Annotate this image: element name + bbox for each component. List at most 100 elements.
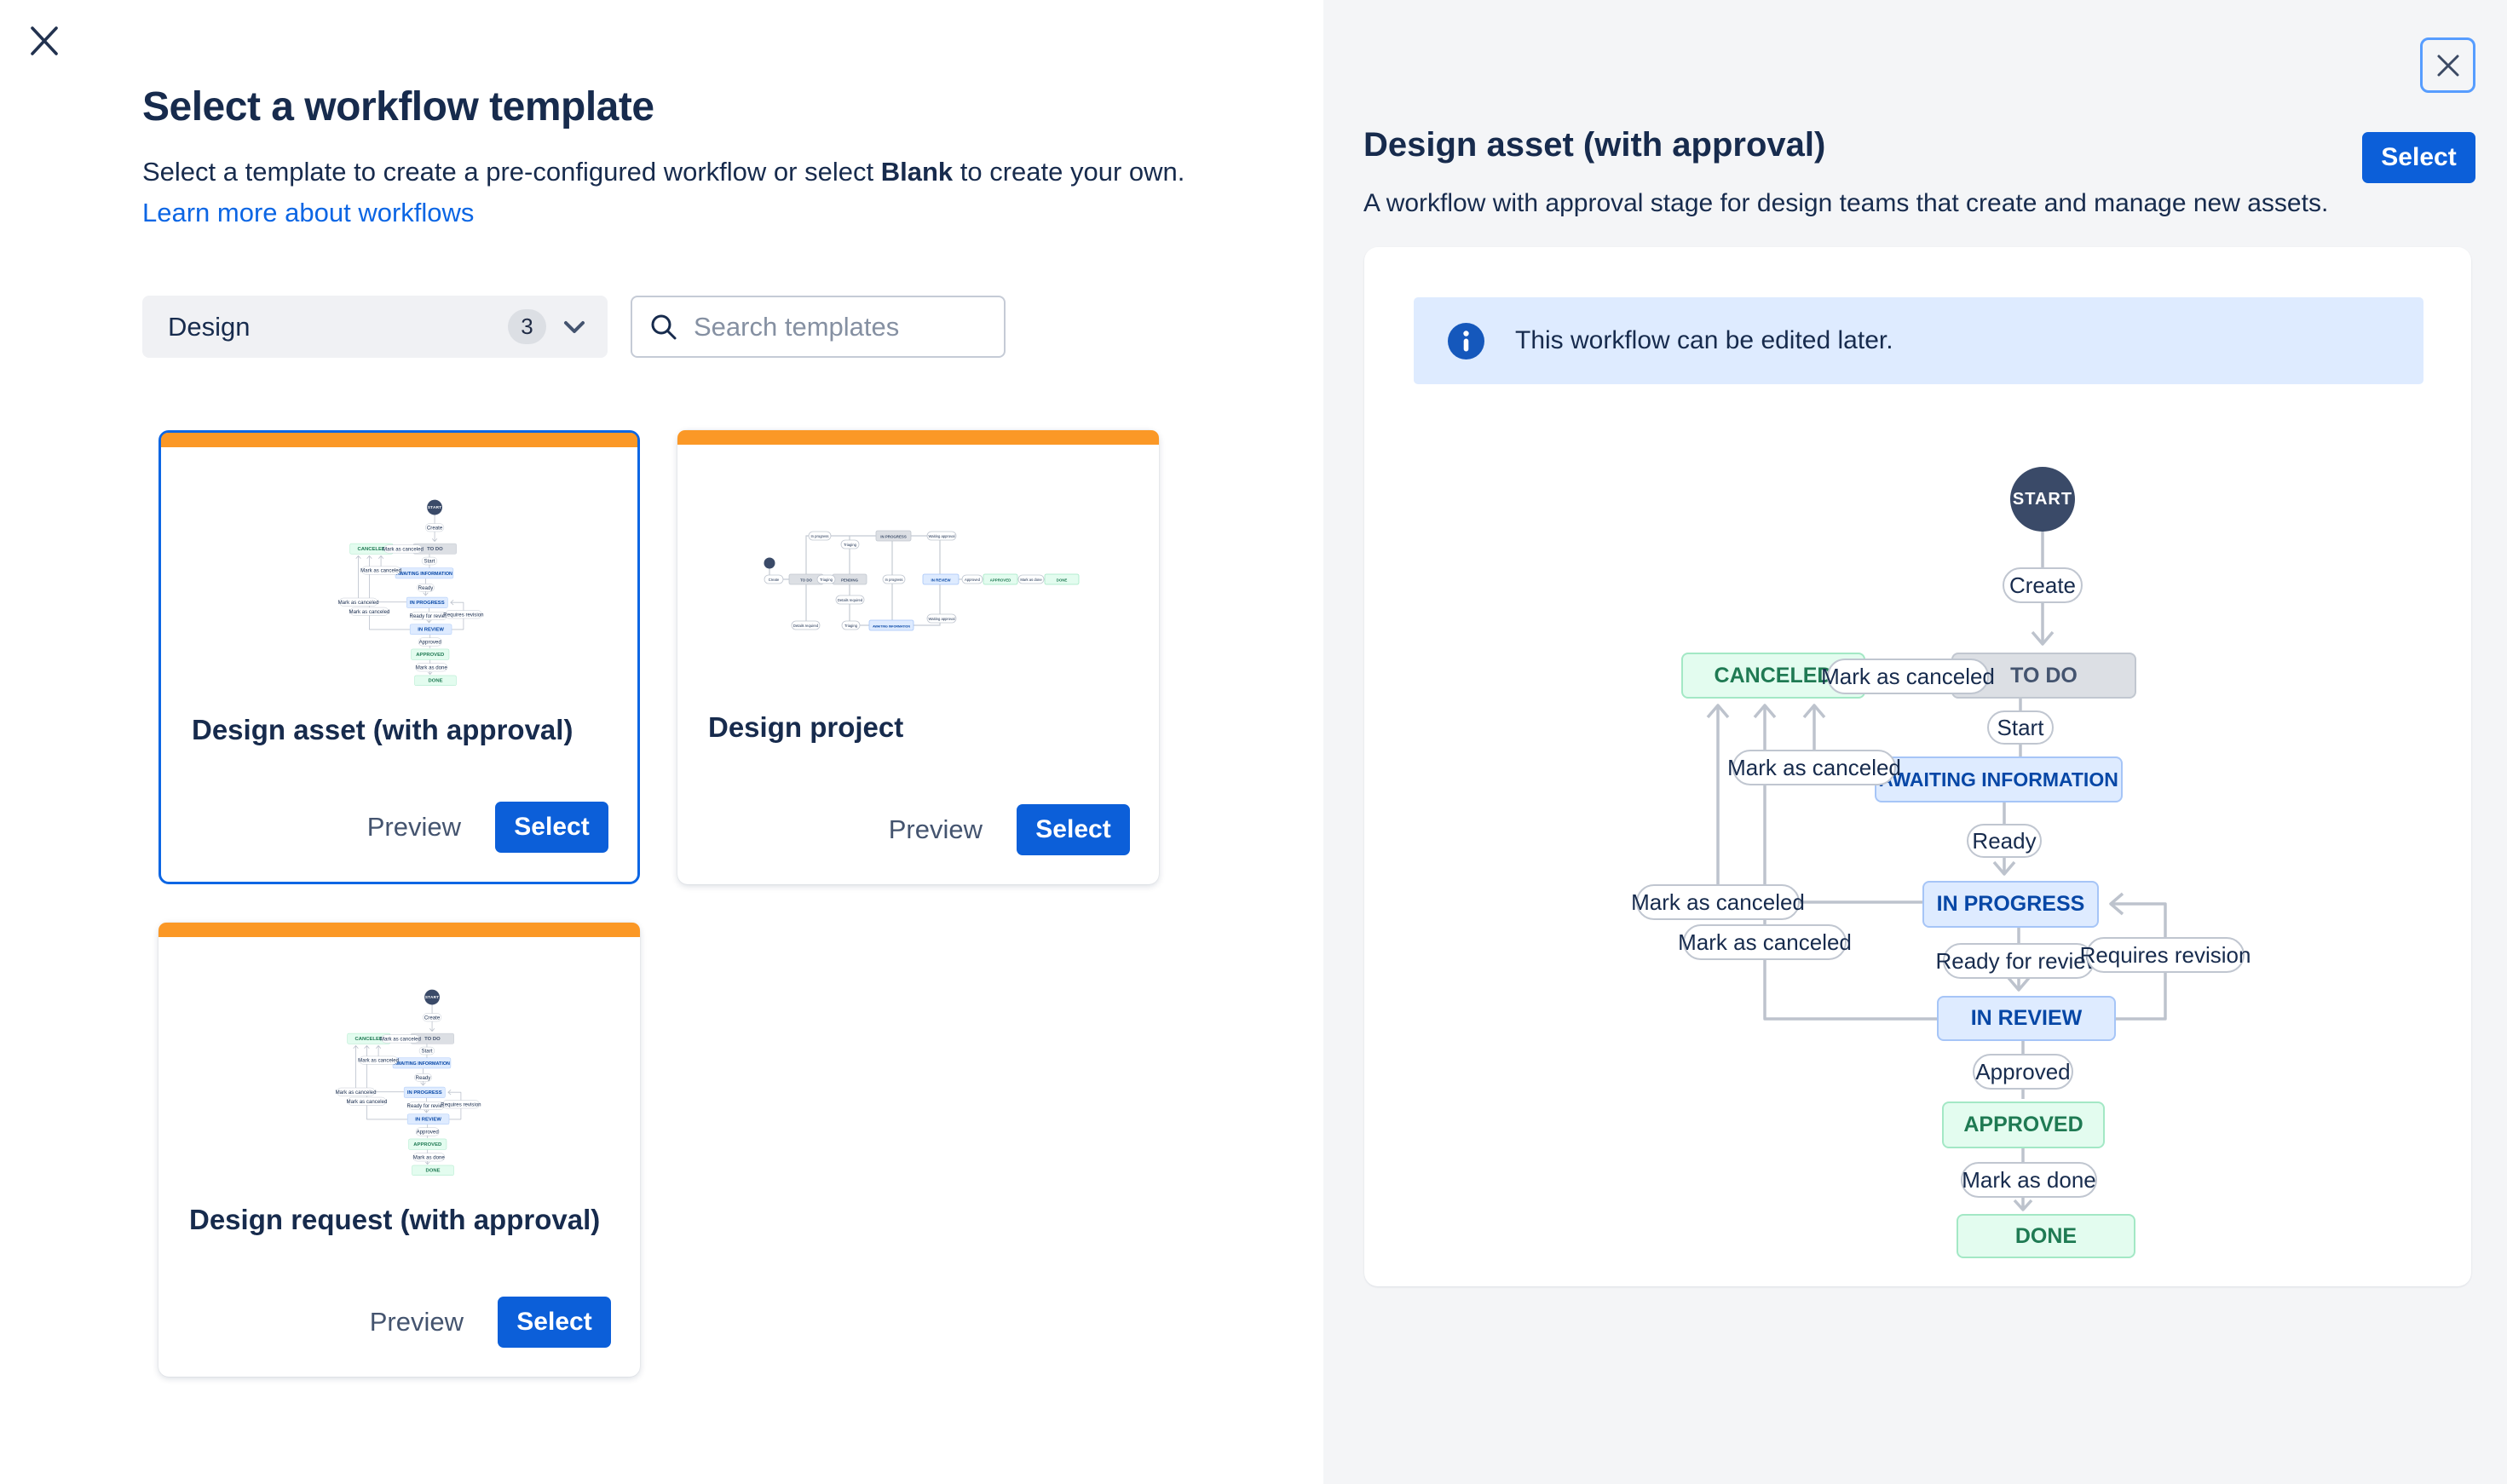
chevron-down-icon: [563, 319, 585, 335]
transition-create: Create: [425, 523, 445, 532]
transition-mark-as-canceled: Mark as canceled: [382, 544, 424, 554]
state-approved: APPROVED: [411, 648, 450, 660]
transition-approved: Approved: [415, 1127, 440, 1136]
state-done: DONE: [414, 675, 457, 686]
svg-text:Triaging: Triaging: [820, 578, 833, 582]
select-button[interactable]: Select: [1017, 804, 1130, 855]
transition-requires-revision: Requires revision: [443, 610, 484, 619]
svg-text:Triaging: Triaging: [844, 624, 858, 628]
template-preview-panel: Design asset (with approval) Select A wo…: [1323, 0, 2507, 1484]
svg-text:Create: Create: [769, 578, 780, 582]
template-thumbnail: TO DO PENDING IN PROGRESS IN REVIEW APPR…: [764, 530, 1080, 631]
preview-close-button[interactable]: [2420, 37, 2475, 93]
transition-ready-for-review: Ready for review: [1935, 943, 2102, 979]
state-done: DONE: [412, 1165, 454, 1176]
info-icon: [1448, 322, 1484, 359]
workflow-preview-card: This workflow can be edited later.: [1364, 247, 2471, 1286]
svg-text:Waiting approval: Waiting approval: [928, 617, 954, 621]
card-title: Design project: [708, 711, 904, 743]
template-picker-panel: Select a workflow template Select a temp…: [20, 17, 1185, 1377]
transition-requires-revision: Requires revision: [2080, 937, 2251, 973]
preview-button[interactable]: Preview: [369, 1307, 464, 1337]
state-approved: APPROVED: [408, 1138, 447, 1150]
template-card-design-request[interactable]: START CANCELED TO DO AWAITING INFORMATIO…: [158, 923, 640, 1377]
category-filter-dropdown[interactable]: Design 3: [142, 296, 608, 358]
transition-start: Start: [418, 1046, 435, 1055]
state-done: DONE: [1957, 1214, 2135, 1258]
svg-text:TO DO: TO DO: [800, 578, 812, 583]
start-node: START: [427, 499, 442, 515]
transition-mark-as-canceled: Mark as canceled: [1678, 924, 1852, 960]
close-icon: [2437, 55, 2458, 76]
state-in-progress: IN PROGRESS: [406, 596, 448, 608]
state-in-progress: IN PROGRESS: [403, 1086, 446, 1098]
transition-mark-as-canceled: Mark as canceled: [335, 1087, 377, 1096]
info-banner: This workflow can be edited later.: [1414, 297, 2423, 384]
transition-ready: Ready: [414, 1073, 432, 1082]
page-title: Select a workflow template: [142, 84, 654, 129]
state-canceled: CANCELED: [347, 1032, 391, 1044]
transition-create: Create: [2003, 567, 2083, 603]
preview-title: Design asset (with approval): [1363, 126, 1826, 164]
transition-mark-as-done: Mark as done: [412, 1153, 446, 1162]
close-button[interactable]: [20, 17, 68, 65]
card-accent-bar: [161, 433, 637, 447]
select-button[interactable]: Select: [495, 802, 608, 853]
subtitle-bold-word: Blank: [880, 157, 954, 187]
template-card-design-project[interactable]: TO DO PENDING IN PROGRESS IN REVIEW APPR…: [677, 430, 1159, 884]
subtitle-text: Select a template to create a pre-config…: [142, 157, 881, 187]
search-icon: [651, 314, 677, 339]
learn-more-link[interactable]: Learn more about workflows: [142, 198, 475, 227]
transition-mark-as-canceled: Mark as canceled: [1727, 750, 1901, 785]
transition-create: Create: [423, 1013, 442, 1022]
state-todo: TO DO: [412, 543, 457, 555]
state-awaiting-information: AWAITING INFORMATION: [1875, 756, 2123, 802]
svg-text:Details required: Details required: [838, 598, 863, 602]
diagram-connectors: [353, 1004, 462, 1165]
state-awaiting-information: AWAITING INFORMATION: [395, 567, 454, 579]
state-canceled: CANCELED: [349, 543, 394, 555]
svg-text:Mark as done: Mark as done: [1020, 578, 1042, 582]
diagram-connectors: [355, 515, 464, 675]
state-in-progress: IN PROGRESS: [1922, 881, 2099, 928]
transition-approved: Approved: [418, 637, 442, 647]
transition-start: Start: [1987, 710, 2054, 745]
state-in-review: IN REVIEW: [406, 1113, 450, 1125]
transition-mark-as-canceled: Mark as canceled: [358, 1055, 400, 1065]
search-templates-box[interactable]: [631, 296, 1006, 358]
template-card-design-asset[interactable]: START CANCELED TO DO AWAITING INFORMATIO…: [158, 430, 640, 884]
transition-requires-revision: Requires revision: [441, 1100, 481, 1109]
info-banner-text: This workflow can be edited later.: [1515, 326, 1893, 354]
transition-mark-as-canceled: Mark as canceled: [1631, 884, 1805, 920]
filter-selected-value: Design: [168, 311, 251, 342]
start-node: START: [424, 989, 440, 1005]
select-button[interactable]: Select: [498, 1297, 611, 1348]
transition-mark-as-canceled: Mark as canceled: [346, 1096, 388, 1106]
transition-mark-as-canceled: Mark as canceled: [379, 1034, 421, 1044]
svg-text:APPROVED: APPROVED: [990, 578, 1011, 583]
svg-text:Triaging: Triaging: [844, 543, 857, 547]
svg-text:Approved: Approved: [965, 578, 981, 582]
page-subtitle: Select a template to create a pre-config…: [142, 157, 1184, 187]
state-in-review: IN REVIEW: [409, 624, 452, 636]
transition-mark-as-canceled: Mark as canceled: [337, 597, 379, 607]
svg-text:Waiting approval: Waiting approval: [928, 534, 954, 538]
transition-mark-as-done: Mark as done: [1961, 1162, 2097, 1198]
close-icon: [31, 26, 58, 55]
card-accent-bar: [158, 923, 640, 937]
filter-count-badge: 3: [508, 309, 546, 344]
state-approved: APPROVED: [1942, 1101, 2105, 1148]
transition-mark-as-canceled: Mark as canceled: [1821, 659, 1995, 694]
card-accent-bar: [677, 430, 1159, 445]
transition-approved: Approved: [1973, 1054, 2073, 1090]
svg-text:AWAITING INFORMATION: AWAITING INFORMATION: [873, 625, 910, 629]
preview-button[interactable]: Preview: [366, 812, 461, 842]
card-title: Design request (with approval): [189, 1204, 601, 1235]
transition-start: Start: [421, 556, 438, 566]
preview-select-button[interactable]: Select: [2362, 132, 2475, 183]
search-input[interactable]: [694, 311, 987, 342]
transition-ready: Ready: [417, 584, 435, 592]
transition-ready-for-review: Ready for review: [406, 1101, 447, 1110]
preview-button[interactable]: Preview: [888, 814, 983, 844]
transition-mark-as-canceled: Mark as canceled: [360, 566, 402, 575]
